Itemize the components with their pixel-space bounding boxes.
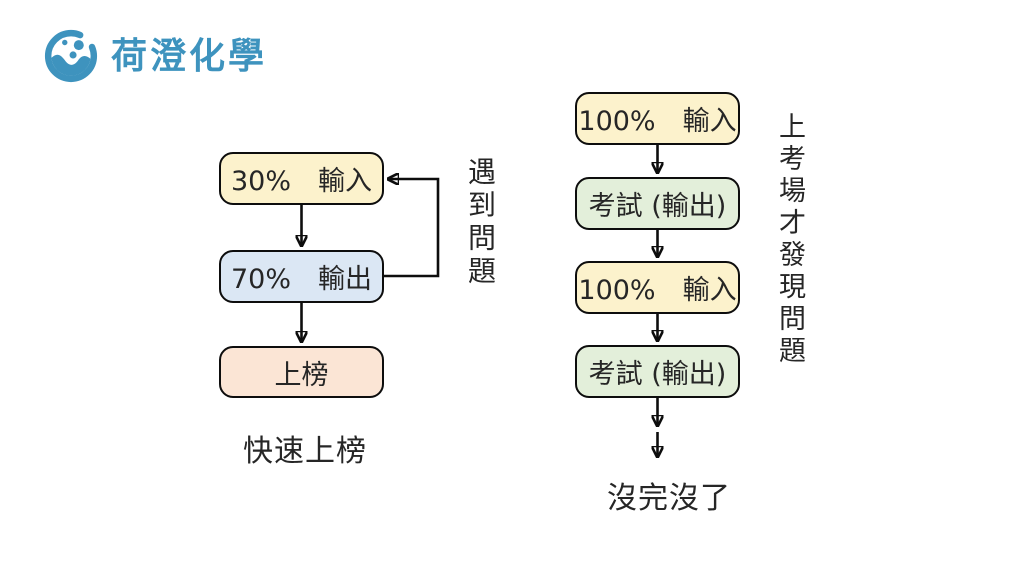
- feedback-loop-arrow: [384, 179, 440, 278]
- caption-never-ending: 沒完沒了: [607, 481, 731, 516]
- flow-box-exam-output-b: 考試 (輸出): [575, 345, 740, 398]
- bubbling-cup-icon: [44, 29, 98, 83]
- flow-box-pass-exam: 上榜: [219, 346, 384, 398]
- flow-box-input-30: 30% 輸入: [219, 152, 384, 205]
- logo: 荷澄化學: [44, 28, 267, 84]
- flow-box-input-100-a: 100% 輸入: [575, 92, 740, 145]
- flow-box-input-100-b: 100% 輸入: [575, 261, 740, 314]
- logo-text: 荷澄化學: [111, 36, 268, 77]
- caption-fast-pass: 快速上榜: [243, 434, 367, 469]
- loop-label-encounter-problems: 遇到問題: [464, 157, 497, 289]
- flow-box-output-70: 70% 輸出: [219, 250, 384, 303]
- flow-box-exam-output-a: 考試 (輸出): [575, 177, 740, 230]
- side-label-discover-problems-at-exam: 上考場才發現問題: [774, 112, 805, 368]
